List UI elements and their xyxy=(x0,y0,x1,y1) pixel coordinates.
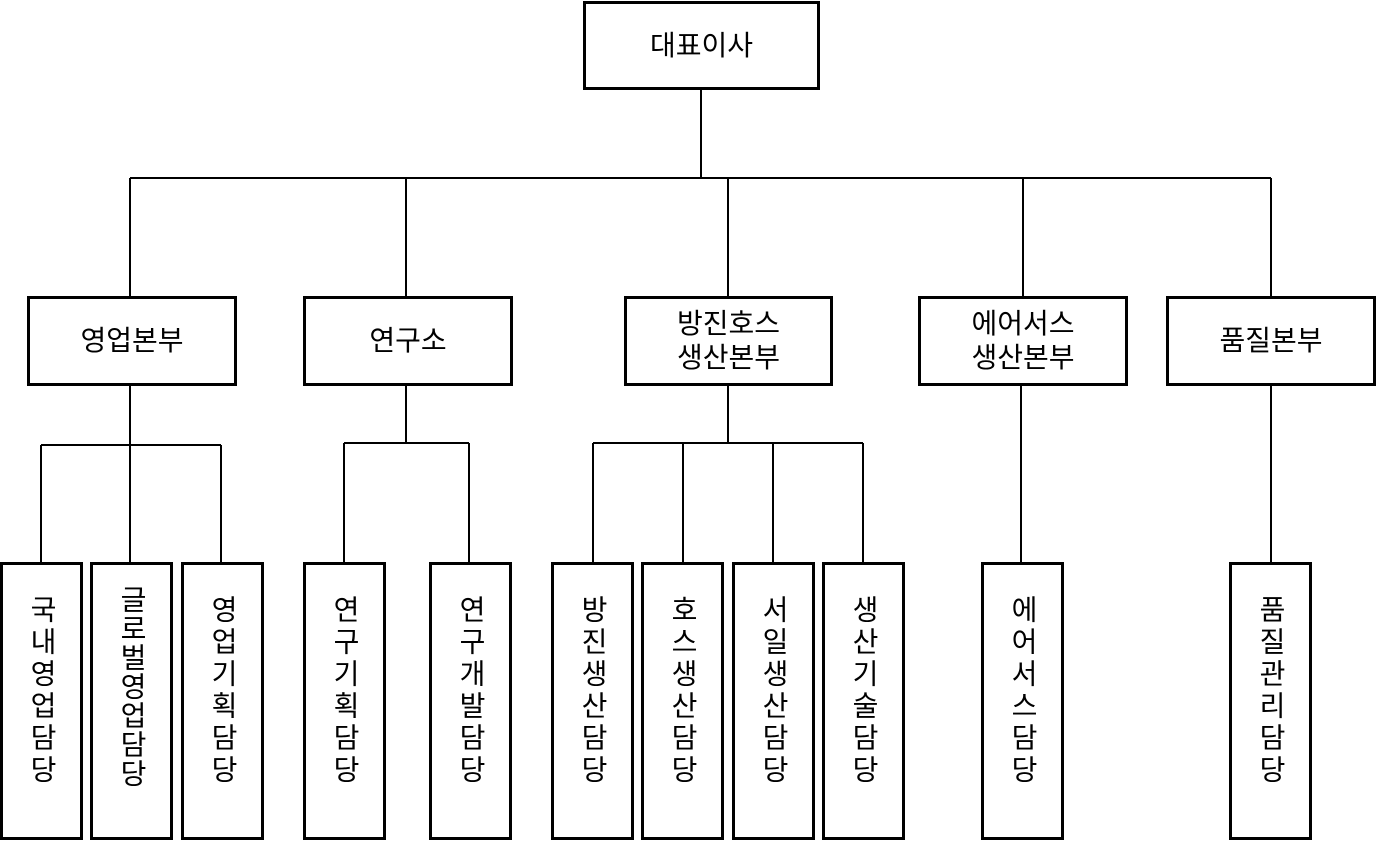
team-box: 글로벌영업담당 xyxy=(90,562,173,840)
team-label: 생산기술담당 xyxy=(847,595,881,787)
team-label: 품질관리담당 xyxy=(1254,595,1288,787)
ceo-label: 대표이사 xyxy=(649,28,754,62)
division-label: 영업본부 xyxy=(80,324,184,357)
team-box: 호스생산담당 xyxy=(641,562,724,840)
division-label: 에어서스 생산본부 xyxy=(971,307,1075,374)
team-box: 영업기획담당 xyxy=(181,562,264,840)
team-label: 글로벌영업담당 xyxy=(115,585,149,788)
division-label: 방진호스 생산본부 xyxy=(676,307,781,374)
team-label: 연구개발담당 xyxy=(454,595,488,787)
division-sales-box: 영업본부 xyxy=(27,296,237,386)
team-box: 방진생산담당 xyxy=(551,562,634,840)
team-label: 호스생산담당 xyxy=(666,595,700,787)
division-hose-production-box: 방진호스 생산본부 xyxy=(624,296,833,386)
team-label: 에어서스담당 xyxy=(1006,595,1040,787)
team-box: 품질관리담당 xyxy=(1229,562,1312,840)
team-box: 연구개발담당 xyxy=(429,562,512,840)
team-label: 영업기획담당 xyxy=(206,595,240,787)
team-label: 연구기획담당 xyxy=(328,595,362,787)
team-box: 국내영업담당 xyxy=(0,562,83,840)
division-label: 품질본부 xyxy=(1219,324,1323,357)
team-box: 생산기술담당 xyxy=(822,562,905,840)
team-box: 연구기획담당 xyxy=(303,562,386,840)
team-box: 에어서스담당 xyxy=(981,562,1064,840)
team-label: 서일생산담당 xyxy=(757,595,791,787)
division-label: 연구소 xyxy=(369,324,447,357)
team-box: 서일생산담당 xyxy=(732,562,815,840)
team-label: 국내영업담당 xyxy=(25,595,59,787)
division-research-box: 연구소 xyxy=(303,296,513,386)
team-label: 방진생산담당 xyxy=(576,595,610,787)
division-airsus-production-box: 에어서스 생산본부 xyxy=(918,296,1128,386)
ceo-box: 대표이사 xyxy=(583,1,820,90)
division-quality-box: 품질본부 xyxy=(1166,296,1376,386)
